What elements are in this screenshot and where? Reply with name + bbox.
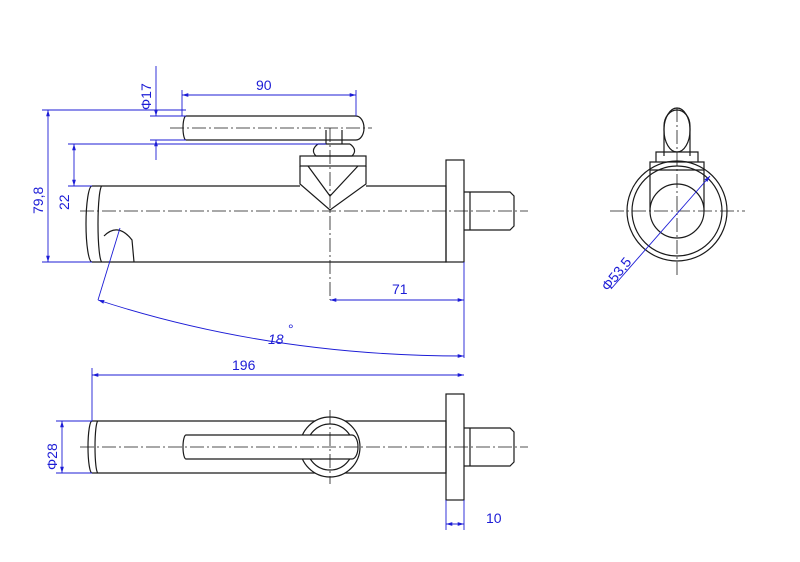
dim-angle-unit: ° — [288, 321, 294, 337]
outlet-notch — [103, 229, 135, 263]
dim-angle: 18 — [268, 331, 284, 347]
dim-spout-height: 22 — [56, 194, 72, 210]
valve-cone — [299, 166, 367, 211]
dim-center-offset: 71 — [392, 281, 408, 297]
dim-total-height: 79,8 — [30, 187, 46, 214]
top-view-dimensions: 196 Φ28 10 — [44, 357, 502, 530]
valve-cap — [299, 155, 367, 167]
dim-flange-depth: 10 — [486, 510, 502, 526]
top-view — [80, 393, 528, 501]
side-view — [80, 115, 528, 300]
top-handle — [182, 434, 359, 460]
dim-handle-diameter: Φ17 — [138, 83, 154, 110]
dim-total-length: 196 — [232, 357, 256, 373]
handle-lever — [182, 115, 365, 141]
dim-spout-diameter: Φ28 — [44, 443, 60, 470]
dim-flange-diameter: Φ53,5 — [598, 254, 635, 294]
front-view — [610, 107, 745, 275]
dim-handle-length: 90 — [256, 77, 272, 93]
side-view-dimensions: 90 Φ17 79,8 22 71 18 ° — [30, 66, 465, 358]
lever-socket — [318, 130, 350, 145]
valve-neck — [312, 143, 356, 157]
top-inlet-thread — [464, 427, 515, 467]
spout-body — [85, 185, 447, 263]
inlet-thread — [464, 191, 515, 231]
